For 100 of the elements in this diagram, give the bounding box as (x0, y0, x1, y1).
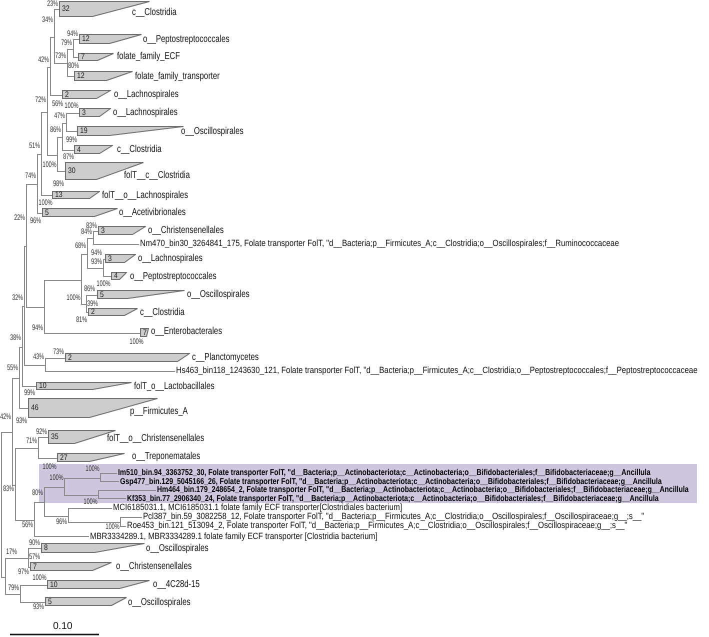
bootstrap-value: 43% (33, 353, 44, 361)
clade-label: o__Oscillospirales (187, 290, 250, 300)
tree-branch-line (68, 508, 112, 509)
tree-branch-line (100, 481, 120, 482)
bootstrap-value: 93% (33, 603, 44, 611)
tree-branch-line (20, 347, 22, 348)
tree-branch-line (20, 408, 28, 409)
collapsed-clade-triangle (78, 53, 114, 61)
bootstrap-value: 100% (85, 465, 99, 473)
clade-size-count: 19 (80, 127, 88, 135)
tree-branch-line (58, 137, 62, 138)
clade-label: c__Planctomycetes (192, 353, 259, 363)
tree-branch-line (68, 76, 74, 77)
tree-branch-line (48, 155, 58, 156)
tree-branch-line (68, 49, 74, 50)
leaf-label: Roe453_bin.121_513094_2, Folate transporter FolT, "d__Bacteria;p__Firmicutes_A;c__Clostridia;o__Oscillospirales;f__Oscillospiraceae;g__;s__" (127, 521, 628, 530)
bootstrap-value: 100% (64, 102, 78, 110)
bootstrap-value: 74% (25, 172, 36, 180)
clade-label: o__4C28d-15 (153, 580, 200, 590)
tree-branch-line (68, 522, 120, 523)
collapsed-clade-triangle (98, 226, 146, 235)
bootstrap-value: 97% (18, 568, 29, 576)
tree-branch-line (44, 516, 68, 517)
tree-branch-line (20, 602, 46, 603)
scale-bar-label: 0.10 (53, 622, 72, 632)
tree-branch-line (20, 585, 48, 586)
tree-branch-line (88, 268, 104, 269)
tree-branch-line (86, 295, 98, 296)
bootstrap-value: 23% (47, 0, 58, 8)
clade-label: c__Clostridia (117, 145, 162, 155)
tree-branch-line (12, 485, 16, 486)
tree-branch-line (34, 536, 90, 537)
tree-branch-line (6, 558, 28, 559)
bootstrap-value: 38% (10, 334, 21, 342)
bootstrap-value: 32% (12, 294, 23, 302)
clade-size-count: 46 (31, 404, 39, 412)
bootstrap-value: 96% (30, 217, 41, 225)
collapsed-clade-triangle (97, 290, 185, 299)
clade-size-count: 2 (68, 354, 72, 362)
bootstrap-value: 57% (29, 553, 40, 561)
tree-branch-line (88, 238, 94, 239)
collapsed-clade-triangle (52, 191, 100, 199)
bootstrap-value: 100% (49, 474, 63, 482)
bootstrap-value: 100% (42, 463, 56, 471)
clade-label: o__Christensenellales (148, 226, 224, 236)
tree-branch-line (38, 458, 58, 459)
bootstrap-value: 71% (26, 437, 37, 445)
bootstrap-value: 73% (55, 52, 66, 60)
tree-branch-line (16, 520, 34, 521)
bootstrap-value: 94% (67, 30, 78, 38)
tree-branch-line (82, 304, 86, 305)
clade-size-count: 4 (77, 146, 81, 154)
collapsed-clade-triangle (140, 328, 149, 337)
clade-size-count: 35 (51, 433, 59, 441)
clade-size-count: 7 (33, 562, 37, 570)
clade-label: c__Clostridia (132, 8, 177, 18)
clade-size-count: 8 (44, 544, 48, 552)
clade-label: folT__c__Clostridia (124, 171, 190, 181)
bootstrap-value: 17% (6, 548, 17, 556)
bootstrap-value: 73% (53, 348, 64, 356)
collapsed-clade-triangle (57, 453, 125, 462)
clade-label: o__Christensenellales (116, 562, 192, 572)
leaf-label: Nm470_bin30_3264841_175, Folate transporter FolT, "d__Bacteria;p__Firmicutes_A;c__Clostridia;o__Oscillospirales;f__Ruminococcaceae (140, 239, 620, 248)
tree-branch-line (66, 131, 78, 132)
bootstrap-value: 93% (16, 417, 27, 425)
bootstrap-value: 56% (52, 100, 63, 108)
clade-size-count: 12 (82, 35, 90, 43)
clade-label: o__Lachnospirales (113, 108, 178, 118)
collapsed-clade-triangle (74, 145, 113, 154)
tree-branch-line (64, 495, 98, 496)
clade-size-count: 10 (50, 580, 58, 588)
collapsed-clade-triangle (62, 90, 111, 99)
bootstrap-value: 80% (32, 489, 43, 497)
tree-branch-line (50, 95, 62, 96)
collapsed-clade-triangle (45, 597, 127, 606)
tree-branch-line (2, 432, 12, 433)
leaf-label: Gsp477_bin.129_5045166_26, Folate transporter FolT, "d__Bacteria;p__Actinobacteriota;c__Actinobacteria;o__Bifidobacteriales;f__Bifidobacteriaceae;g__Ancillula (120, 476, 662, 486)
clade-label: o__Lachnospirales (114, 90, 179, 100)
collapsed-clade-triangle (79, 34, 142, 44)
collapsed-clade-triangle (111, 272, 127, 280)
bootstrap-value: 94% (32, 324, 43, 332)
clade-size-count: 4 (114, 272, 118, 280)
bootstrap-value: 100% (38, 199, 52, 207)
tree-branch-line (24, 365, 46, 366)
clade-size-count: 3 (108, 254, 112, 262)
clade-label: o__Treponematales (132, 452, 200, 462)
tree-branch-line (64, 478, 100, 479)
tree-branch-line (46, 371, 176, 372)
clade-size-count: 2 (91, 308, 95, 316)
tree-branch-line (26, 307, 44, 308)
leaf-label: Im510_bin.94_3363752_30, Folate transporter FolT, "d__Bacteria;p__Actinobacteriota;c__Actinobacteria;o__Bifidobacteriales;f__Bifidobacteriaceae;g__Ancillula (118, 468, 650, 477)
tree-branch-line (74, 39, 80, 40)
tree-branch-line (22, 386, 36, 387)
clade-size-count: 10 (39, 382, 47, 390)
bootstrap-value: 87% (63, 153, 74, 161)
tree-branch-line (38, 154, 42, 155)
collapsed-clade-triangle (79, 108, 111, 117)
bootstrap-value: 34% (42, 16, 53, 24)
tree-branch-line (16, 448, 38, 449)
tree-branch-line (42, 112, 48, 113)
